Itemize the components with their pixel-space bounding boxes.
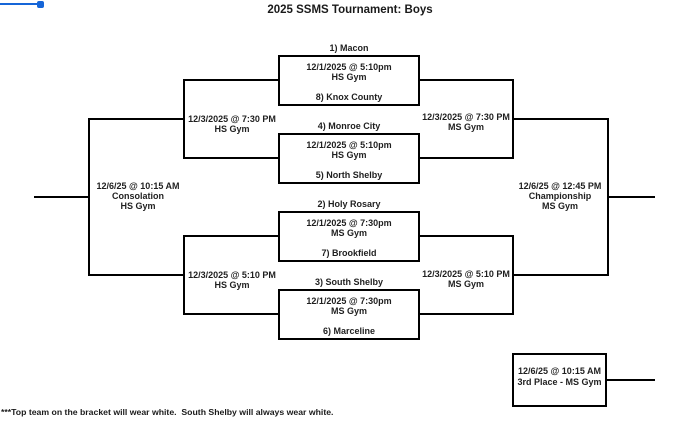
consolation-semi-bottom-tail (88, 274, 183, 276)
annotation-line (0, 3, 41, 5)
game-2-top-team: 4) Monroe City (317, 121, 381, 131)
semifinal-right-top-label: 12/3/2025 @ 7:30 PM MS Gym (420, 112, 512, 132)
game-1-datetime: 12/1/2025 @ 5:10pm (306, 62, 392, 72)
semifinal-right-top-venue: MS Gym (447, 122, 484, 132)
third-place-box (512, 353, 607, 407)
game-3-right-tail (420, 235, 514, 237)
consolation-final-vertical (88, 118, 90, 276)
game-3-box (278, 211, 420, 262)
championship-final-tail (607, 196, 655, 198)
game-1-venue: HS Gym (331, 72, 367, 82)
third-place-datetime: 12/6/25 @ 10:15 AM (518, 366, 601, 376)
championship-label: 12/6/25 @ 12:45 PM Championship MS Gym (509, 181, 611, 211)
consolation-datetime: 12/6/25 @ 10:15 AM (96, 181, 180, 191)
game-2-right-tail (420, 157, 514, 159)
semifinal-left-top-venue: HS Gym (214, 124, 250, 134)
game-4-top-team: 3) South Shelby (314, 277, 383, 287)
game-4-datetime: 12/1/2025 @ 7:30pm (306, 296, 392, 306)
game-2-box (278, 133, 420, 184)
consolation-venue: HS Gym (120, 201, 156, 211)
third-place-label: 12/6/25 @ 10:15 AM 3rd Place - MS Gym (513, 366, 606, 388)
game-3-bottom-team: 7) Brookfield (321, 248, 377, 258)
game-3-info: 12/1/2025 @ 7:30pm MS Gym (278, 218, 420, 238)
semifinal-right-top-datetime: 12/3/2025 @ 7:30 PM (422, 112, 510, 122)
consolation-semi-top-vertical (183, 79, 185, 159)
page-title: 2025 SSMS Tournament: Boys (267, 4, 433, 16)
game-4-bottom-team: 6) Marceline (322, 326, 376, 336)
game-1-bottom-team: 8) Knox County (315, 92, 383, 102)
game-2-datetime: 12/1/2025 @ 5:10pm (306, 140, 392, 150)
game-1-info: 12/1/2025 @ 5:10pm HS Gym (278, 62, 420, 82)
championship-semi-bottom-tail (512, 274, 609, 276)
championship-semi-top-tail (512, 118, 609, 120)
semifinal-left-top-label: 12/3/2025 @ 7:30 PM HS Gym (186, 114, 278, 134)
consolation-final-tail (34, 196, 88, 198)
game-2-left-tail (183, 157, 278, 159)
championship-title: Championship (528, 191, 592, 201)
game-4-venue: MS Gym (330, 306, 367, 316)
consolation-label: 12/6/25 @ 10:15 AM Consolation HS Gym (87, 181, 189, 211)
game-1-top-team: 1) Macon (329, 43, 369, 53)
third-place-title: 3rd Place - MS Gym (517, 377, 602, 387)
game-3-left-tail (183, 235, 278, 237)
game-2-info: 12/1/2025 @ 5:10pm HS Gym (278, 140, 420, 160)
semifinal-right-bottom-datetime: 12/3/2025 @ 5:10 PM (422, 269, 510, 279)
game-3-venue: MS Gym (330, 228, 367, 238)
annotation-drag-handle[interactable] (37, 1, 44, 8)
game-1-right-tail (420, 79, 514, 81)
consolation-semi-top-tail (88, 118, 183, 120)
game-4-info: 12/1/2025 @ 7:30pm MS Gym (278, 296, 420, 316)
semifinal-right-bottom-label: 12/3/2025 @ 5:10 PM MS Gym (420, 269, 512, 289)
semifinal-right-bottom-venue: MS Gym (447, 279, 484, 289)
game-2-bottom-team: 5) North Shelby (315, 170, 383, 180)
consolation-title: Consolation (112, 191, 164, 201)
game-1-left-tail (183, 79, 278, 81)
consolation-semi-bottom-vertical (183, 235, 185, 315)
game-4-right-tail (420, 313, 514, 315)
game-1-box (278, 55, 420, 106)
game-3-datetime: 12/1/2025 @ 7:30pm (306, 218, 392, 228)
championship-venue: MS Gym (541, 201, 578, 211)
game-3-top-team: 2) Holy Rosary (317, 199, 381, 209)
semifinal-left-top-datetime: 12/3/2025 @ 7:30 PM (188, 114, 276, 124)
championship-datetime: 12/6/25 @ 12:45 PM (518, 181, 602, 191)
footnote: ***Top team on the bracket will wear whi… (1, 407, 334, 417)
semifinal-left-bottom-datetime: 12/3/2025 @ 5:10 PM (188, 270, 276, 280)
semifinal-left-bottom-label: 12/3/2025 @ 5:10 PM HS Gym (186, 270, 278, 290)
game-4-box (278, 289, 420, 340)
semifinal-left-bottom-venue: HS Gym (214, 280, 250, 290)
game-2-venue: HS Gym (331, 150, 367, 160)
third-place-tail (607, 379, 655, 381)
game-4-left-tail (183, 313, 278, 315)
